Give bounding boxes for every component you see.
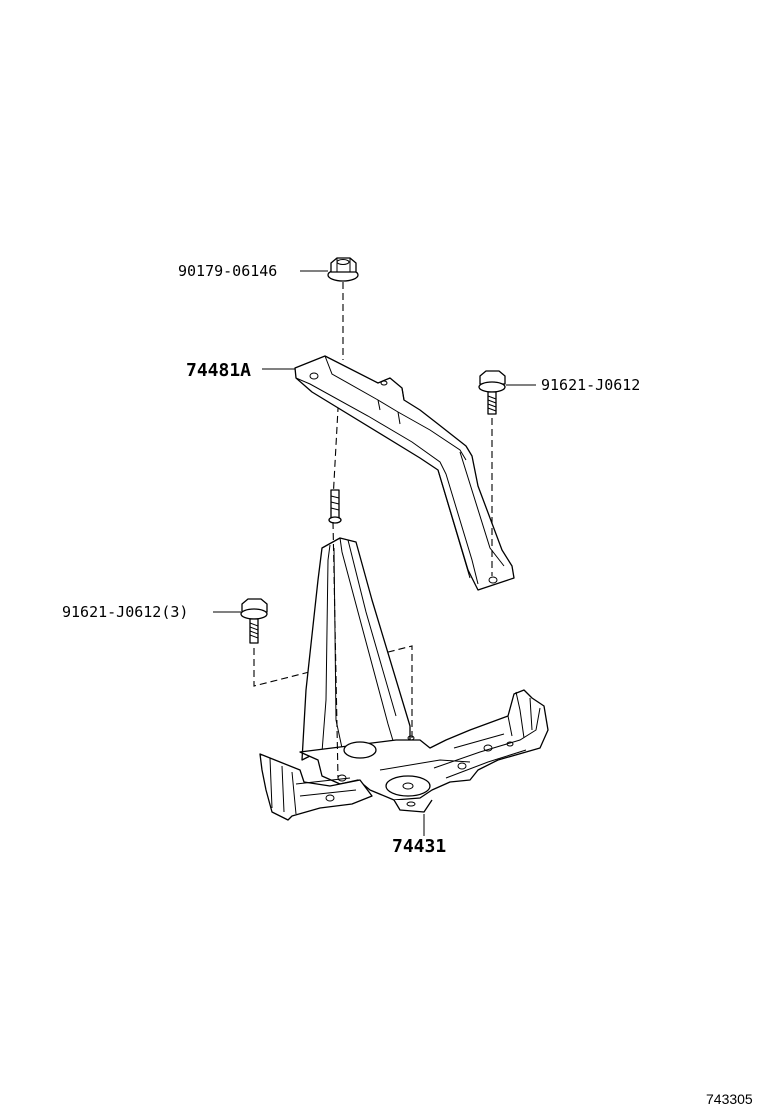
dashed-guide-stud	[332, 521, 339, 779]
flange-nut-90179-06146	[327, 257, 359, 282]
dashed-guide-nut	[332, 282, 344, 501]
dashed-guide-bolt-left	[253, 645, 413, 796]
battery-tray-74431	[259, 537, 549, 821]
callout-label-tray: 74431	[392, 836, 446, 857]
stud-bolt	[328, 489, 342, 524]
callout-label-bolt-right: 91621-J0612	[541, 376, 640, 394]
bracket-74481A	[294, 355, 515, 591]
diagram-code: 743305	[706, 1091, 753, 1107]
bolt-91621-J0612-left	[240, 598, 268, 644]
bolt-91621-J0612-right	[478, 370, 506, 415]
callout-label-nut: 90179-06146	[178, 262, 277, 280]
callout-label-bracket: 74481A	[186, 360, 251, 381]
callout-label-bolt-left: 91621-J0612(3)	[62, 603, 188, 621]
